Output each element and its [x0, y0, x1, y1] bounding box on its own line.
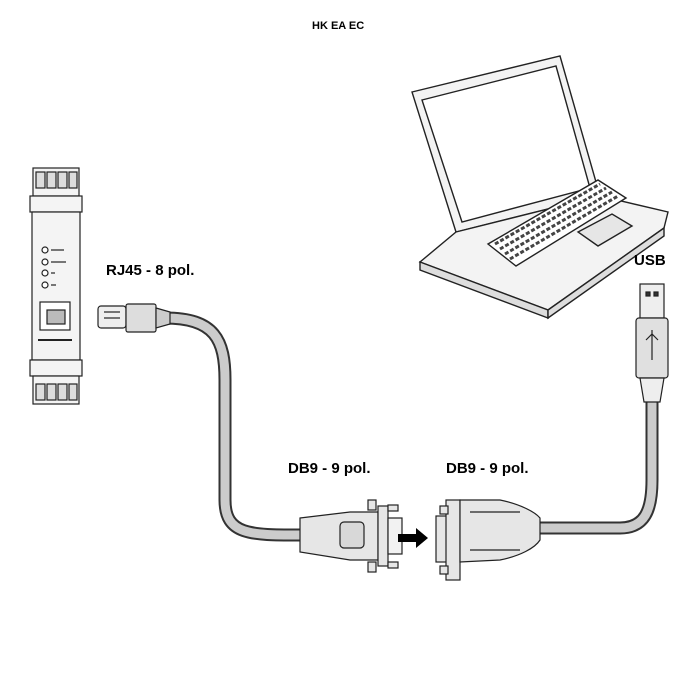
usb-cable — [540, 400, 659, 535]
db9-female-label: DB9 - 9 pol. — [446, 460, 529, 477]
rj45-cable — [164, 311, 301, 542]
db9-usb-adapter — [435, 499, 541, 581]
din-rail-module — [29, 167, 83, 405]
usb-plug — [635, 283, 669, 403]
laptop — [411, 55, 669, 320]
rj45-label: RJ45 - 8 pol. — [106, 262, 195, 279]
connect-arrow — [398, 528, 428, 548]
diagram-title: HK EA EC — [312, 20, 365, 32]
usb-label: USB — [634, 252, 666, 269]
db9-male-connector — [299, 499, 403, 573]
db9-male-label: DB9 - 9 pol. — [288, 460, 371, 477]
rj45-plug — [97, 303, 171, 333]
